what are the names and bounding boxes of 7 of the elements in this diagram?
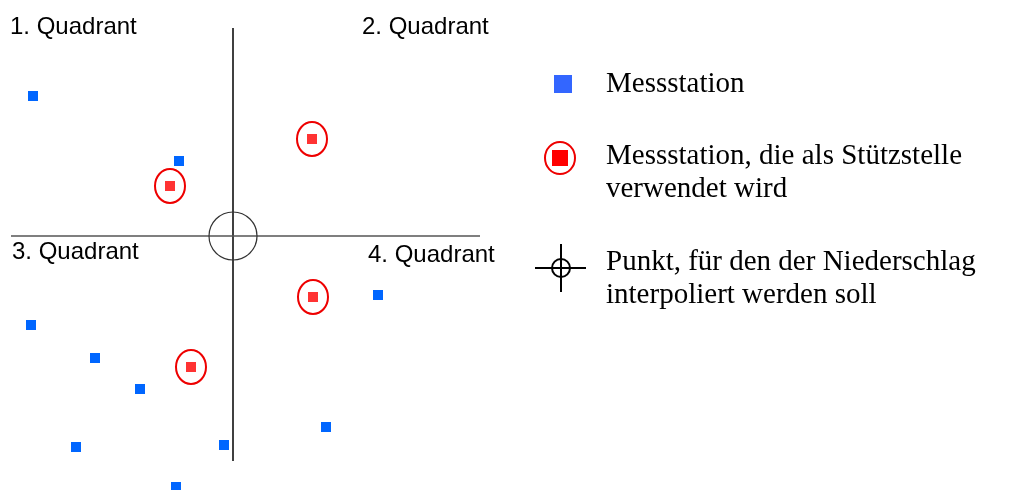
quadrant-label: 2. Quadrant (362, 13, 489, 39)
quadrant-label: 3. Quadrant (12, 238, 139, 264)
quadrant-label: 4. Quadrant (368, 241, 495, 267)
legend-label: Messstation, die als Stützstelle verwendet wird (606, 138, 963, 204)
quadrant-label: 1. Quadrant (10, 13, 137, 39)
legend-label: Punkt, für den der Niederschlag interpoliert werden soll (606, 244, 977, 310)
legend-label: Messstation (606, 66, 746, 99)
